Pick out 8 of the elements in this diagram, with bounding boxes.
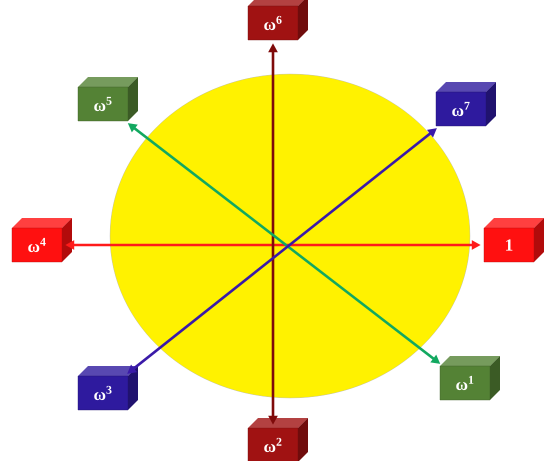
cube-box: ω$^{3}$ <box>78 366 138 410</box>
cube-box: ω$^{5}$ <box>78 77 138 122</box>
cube-box: ω$^{6}$ <box>248 0 308 40</box>
cube-box: ω$^{1}$ <box>440 356 500 400</box>
cube-box: 1 <box>484 218 544 262</box>
cube-box: ω$^{2}$ <box>248 418 308 461</box>
cube-box: ω$^{4}$ <box>12 218 72 262</box>
cube-box: ω$^{7}$ <box>436 82 496 126</box>
